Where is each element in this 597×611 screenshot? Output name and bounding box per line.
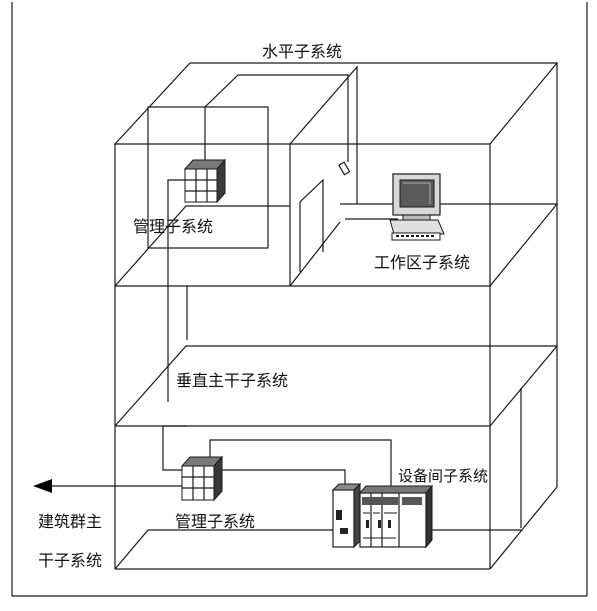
computer-workstation-icon [389, 173, 445, 241]
work-area-subsystem-label: 工作区子系统 [374, 253, 470, 272]
building-outline [113, 62, 559, 570]
management-room-upper [147, 106, 269, 249]
middle-floor-plane [114, 345, 557, 427]
patch-panel-cabinet-icon [180, 455, 224, 502]
campus-backbone-label-line2: 干子系统 [38, 551, 102, 570]
equipment-room-subsystem-label: 设备间子系统 [398, 467, 488, 485]
management-subsystem-upper-label: 管理子系统 [133, 217, 213, 236]
vertical-backbone-subsystem-label: 垂直主干子系统 [176, 371, 288, 390]
work-area-room [289, 65, 358, 287]
horizontal-subsystem-label: 水平子系统 [262, 42, 342, 61]
diagram-frame [11, 2, 588, 597]
equipment-rack-icon [331, 482, 434, 549]
management-subsystem-lower-label: 管理子系统 [175, 512, 255, 531]
vertical-backbone-cabling [162, 179, 190, 471]
arrow-head-icon [33, 479, 52, 493]
campus-backbone-label-line1: 建筑群主 [38, 512, 102, 531]
campus-backbone-cabling [33, 479, 190, 493]
patch-panel-cabinet-icon [183, 158, 227, 204]
equipment-cabling [209, 439, 392, 490]
horizontal-cabling [204, 74, 398, 220]
